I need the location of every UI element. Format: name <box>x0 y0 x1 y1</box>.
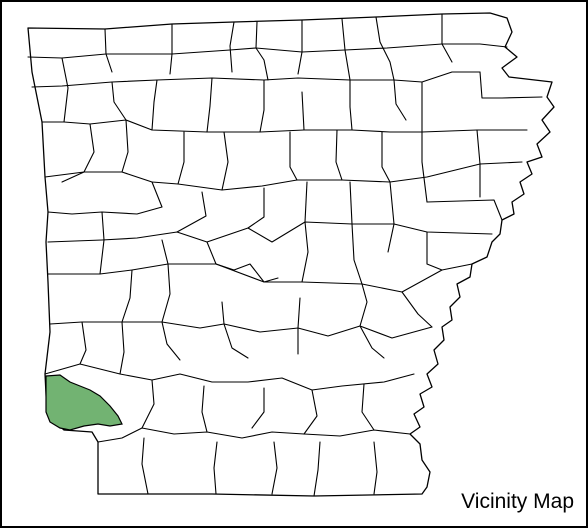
county-lines <box>27 13 543 497</box>
highlighted-county <box>45 374 123 431</box>
map-caption: Vicinity Map <box>461 490 574 513</box>
